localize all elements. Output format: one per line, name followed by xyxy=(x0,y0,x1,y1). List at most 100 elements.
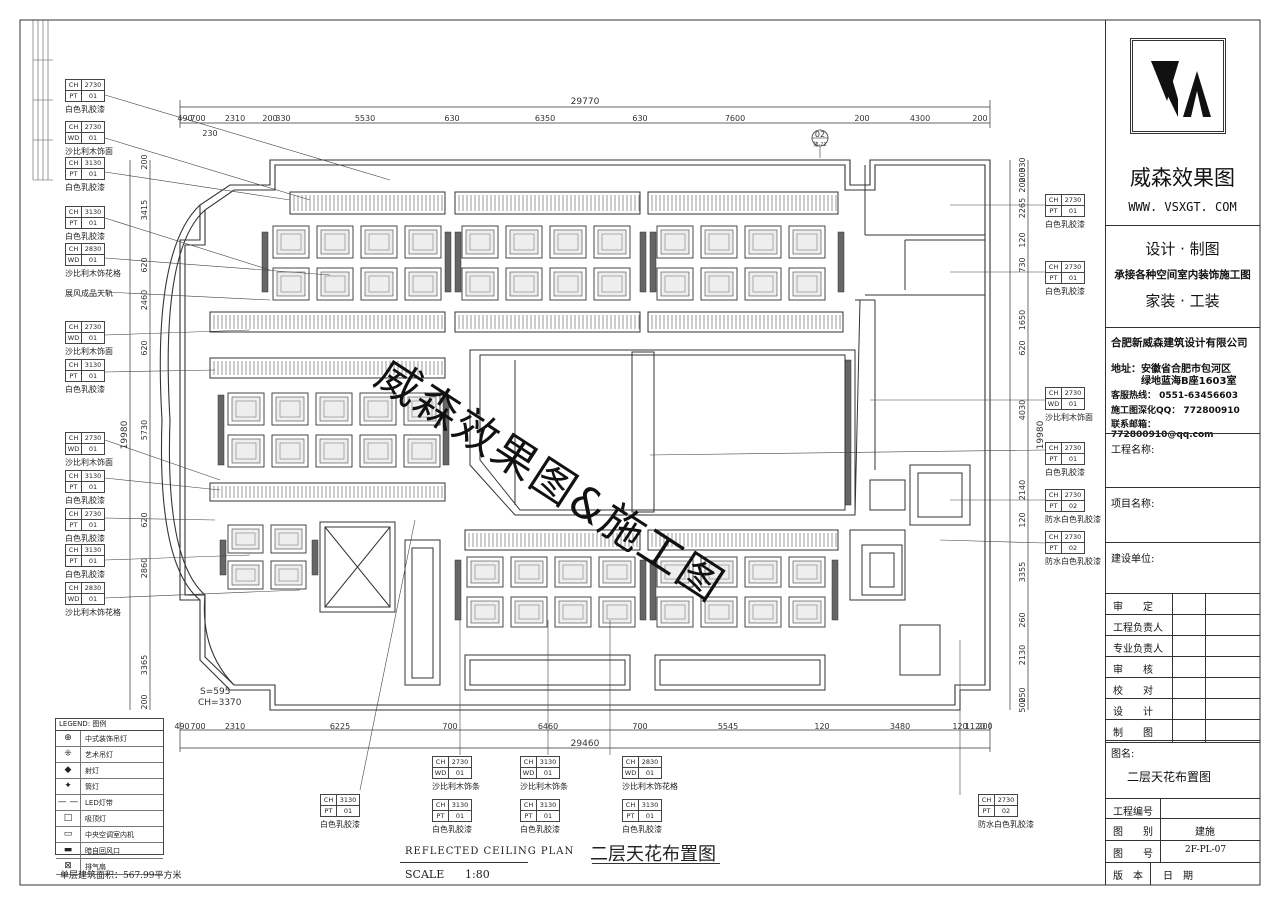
signoff-label: 校 对 xyxy=(1113,686,1153,697)
dimension-text: 620 xyxy=(140,512,149,527)
tag-key: CH xyxy=(1046,195,1062,205)
tag-material-name: 白色乳胶漆 xyxy=(65,232,105,241)
dimension-text: 2265 xyxy=(1018,198,1027,218)
dimension-text: 200 xyxy=(972,114,987,123)
dimension-text: 4300 xyxy=(910,114,930,123)
drawing-type-label: 图 别 xyxy=(1113,827,1153,838)
dimension-text: 29770 xyxy=(571,97,600,107)
dimension-text: 200 xyxy=(262,114,277,123)
dimension-text: 29460 xyxy=(571,739,600,749)
dimension-text: 630 xyxy=(632,114,647,123)
tag-value: 01 xyxy=(88,92,98,100)
return-air-vent xyxy=(649,559,657,621)
dimension-text: 5530 xyxy=(355,114,375,123)
tag-key: PT xyxy=(1046,206,1062,216)
tag-material-name: 白色乳胶漆 xyxy=(1045,220,1085,229)
dimension-text: 1120 xyxy=(965,722,985,731)
tag-material-name: 白色乳胶漆 xyxy=(65,105,105,114)
tag-key: CH xyxy=(66,583,82,593)
dimension-text: 330 xyxy=(1018,157,1027,172)
tag-value: 01 xyxy=(88,445,98,453)
tag-material-name: 白色乳胶漆 xyxy=(520,825,560,834)
scale-value: 1:80 xyxy=(465,868,490,881)
tag-value: 02 xyxy=(1068,502,1078,510)
tag-key: CH xyxy=(66,360,82,370)
legend-label: 排气扇 xyxy=(85,862,106,871)
tag-value: 01 xyxy=(1068,207,1078,215)
legend-symbol-icon: ⁜ xyxy=(56,747,81,762)
signoff-label: 制 图 xyxy=(1113,728,1153,739)
legend-symbol-icon: ⊕ xyxy=(56,731,81,746)
tag-key: CH xyxy=(623,757,639,767)
dimension-text: 3355 xyxy=(1018,562,1027,582)
coffered-ceiling-panels xyxy=(227,225,826,628)
tag-material-name: 白色乳胶漆 xyxy=(65,570,105,579)
legend-item: ▬暗自回风口 xyxy=(56,843,163,859)
tag-value: 01 xyxy=(645,769,655,777)
legend-label: 吸顶灯 xyxy=(85,814,106,823)
wood-strip-band xyxy=(454,311,641,333)
dimension-text: 5730 xyxy=(140,420,149,440)
tag-value: 01 xyxy=(88,483,98,491)
dimension-text: 2310 xyxy=(225,114,245,123)
tag-material-name: 沙比利木饰面 xyxy=(1045,413,1093,422)
tag-key: CH xyxy=(66,122,82,132)
dimension-text: 330 xyxy=(275,114,290,123)
figure-name-label: 图名: xyxy=(1111,749,1135,760)
tag-material-name: 白色乳胶漆 xyxy=(320,820,360,829)
return-air-vent xyxy=(639,231,647,293)
tag-material-name: 白色乳胶漆 xyxy=(65,385,105,394)
tag-key: PT xyxy=(66,169,82,179)
return-air-vent xyxy=(831,559,839,621)
tag-key: PT xyxy=(1046,543,1062,553)
tag-row: PT 01 xyxy=(1045,205,1085,217)
company-website[interactable]: WWW. VSXGT. COM xyxy=(1128,200,1237,214)
central-ceiling-area xyxy=(469,349,856,516)
tag-value: 2830 xyxy=(641,758,659,766)
dimension-text: 6350 xyxy=(535,114,555,123)
tag-key: WD xyxy=(1046,399,1062,409)
legend-label: 中式装饰吊灯 xyxy=(85,734,127,743)
dimension-text: 500 xyxy=(1018,697,1027,712)
return-air-vent xyxy=(444,231,452,293)
dimension-text: 200 xyxy=(977,722,992,731)
return-air-vent xyxy=(844,359,852,506)
company-short-name: 威森效果图 xyxy=(1130,166,1235,190)
tag-key: CH xyxy=(433,800,449,810)
tag-value: 2730 xyxy=(1064,196,1082,204)
tag-value: 3130 xyxy=(339,796,357,804)
bottom-dimension-lines xyxy=(179,722,991,752)
tag-value: 01 xyxy=(88,334,98,342)
legend-item: ▭中央空调室内机 xyxy=(56,827,163,843)
area-note: 单层建筑面积：567.99平方米 xyxy=(60,871,182,881)
tag-value: 2730 xyxy=(84,123,102,131)
signoff-label: 工程负责人 xyxy=(1113,623,1163,634)
dimension-text: 700 xyxy=(632,722,647,731)
tag-key: PT xyxy=(623,811,639,821)
dimension-text: 2140 xyxy=(1018,480,1027,500)
tag-value: 01 xyxy=(88,134,98,142)
tag-key: CH xyxy=(521,757,537,767)
tag-key: PT xyxy=(66,520,82,530)
tag-value: 2830 xyxy=(84,245,102,253)
return-air-vent xyxy=(454,231,462,293)
tag-key: WD xyxy=(623,768,639,778)
dimension-text: 700 xyxy=(190,722,205,731)
tag-material-name: 防水白色乳胶漆 xyxy=(978,820,1034,829)
dimension-text: 230 xyxy=(202,129,217,138)
tag-material-name: 白色乳胶漆 xyxy=(622,825,662,834)
service-line-2: 承接各种空间室内装饰施工图 xyxy=(1114,269,1251,281)
